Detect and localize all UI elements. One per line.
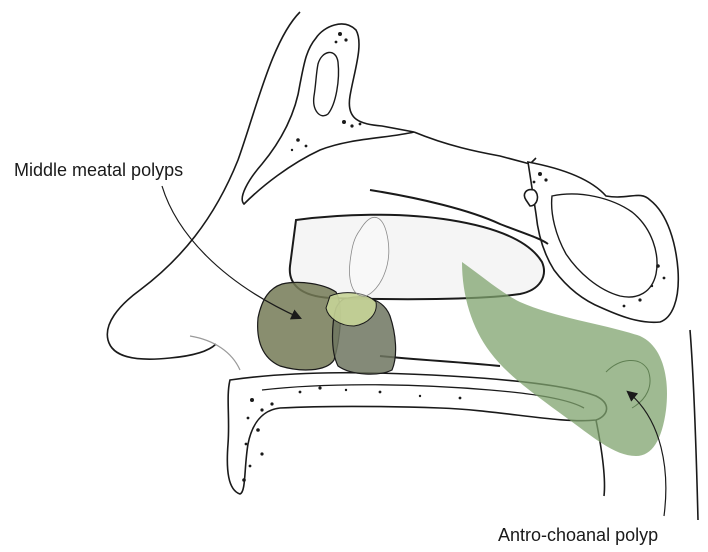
- posterior-pharyngeal-wall: [690, 330, 698, 520]
- middle-turbinate: [290, 215, 544, 299]
- sphenoid-ostium: [524, 190, 537, 206]
- skull-base-roof: [414, 132, 536, 164]
- antrochoanal-polyp-label: Antro-choanal polyp: [498, 525, 658, 546]
- middle-meatal-polyps-label: Middle meatal polyps: [14, 160, 183, 181]
- middle-meatal-polyp-dark: [258, 282, 341, 370]
- inferior-meatus-line: [380, 356, 500, 366]
